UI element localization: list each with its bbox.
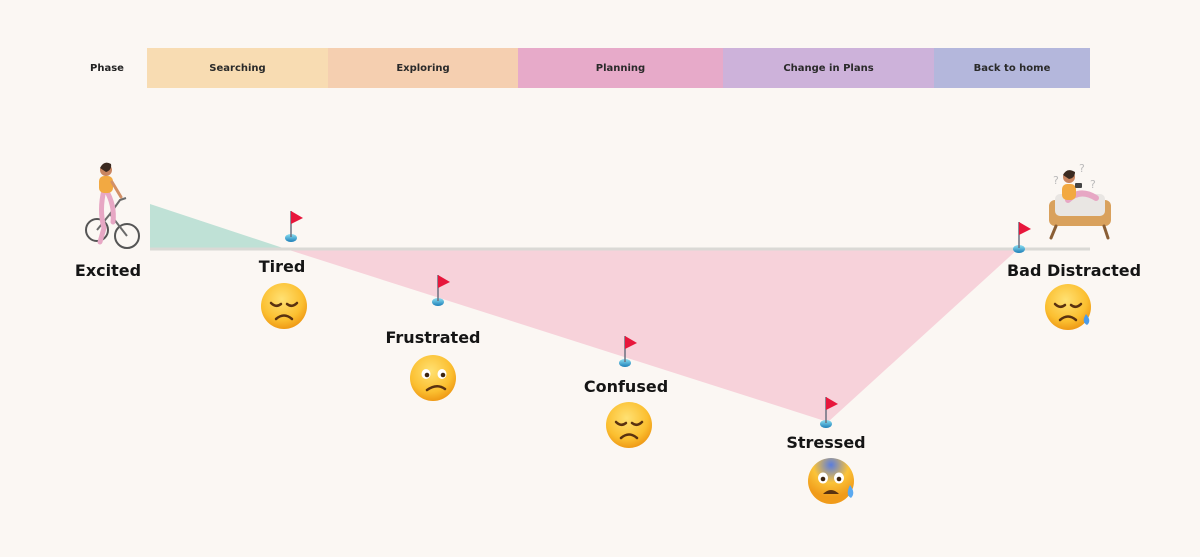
negative-emotion-area bbox=[286, 249, 1018, 422]
sad-face-icon bbox=[261, 283, 307, 329]
sad-sweat-face-icon bbox=[1045, 284, 1091, 330]
phase-searching: Searching bbox=[147, 48, 328, 88]
cyclist-illustration bbox=[85, 162, 140, 249]
emotion-label-frustrated: Frustrated bbox=[386, 328, 481, 347]
worried-face-icon bbox=[410, 355, 456, 401]
phase-exploring: Exploring bbox=[328, 48, 518, 88]
emotion-label-excited: Excited bbox=[75, 261, 141, 280]
positive-emotion-area bbox=[150, 204, 286, 249]
emotion-label-stressed: Stressed bbox=[786, 433, 865, 452]
phase-planning: Planning bbox=[518, 48, 723, 88]
emotion-label-bad-distracted: Bad Distracted bbox=[1007, 261, 1141, 280]
milestone-flag-icon bbox=[284, 210, 304, 243]
phase-back-to-home: Back to home bbox=[934, 48, 1090, 88]
emotion-label-tired: Tired bbox=[259, 257, 306, 276]
phase-change-in-plans: Change in Plans bbox=[723, 48, 934, 88]
sad-face-icon bbox=[606, 402, 652, 448]
phase-row-label: Phase bbox=[90, 62, 124, 74]
svg-text:?: ? bbox=[1053, 174, 1059, 187]
svg-text:?: ? bbox=[1090, 178, 1096, 191]
anxious-sweat-face-icon bbox=[808, 458, 854, 504]
couch-person-illustration: ? ? ? bbox=[1049, 162, 1111, 240]
svg-text:?: ? bbox=[1079, 162, 1085, 175]
emotion-label-confused: Confused bbox=[584, 377, 668, 396]
phase-bar: Phase Searching Exploring Planning Chang… bbox=[67, 48, 1090, 88]
